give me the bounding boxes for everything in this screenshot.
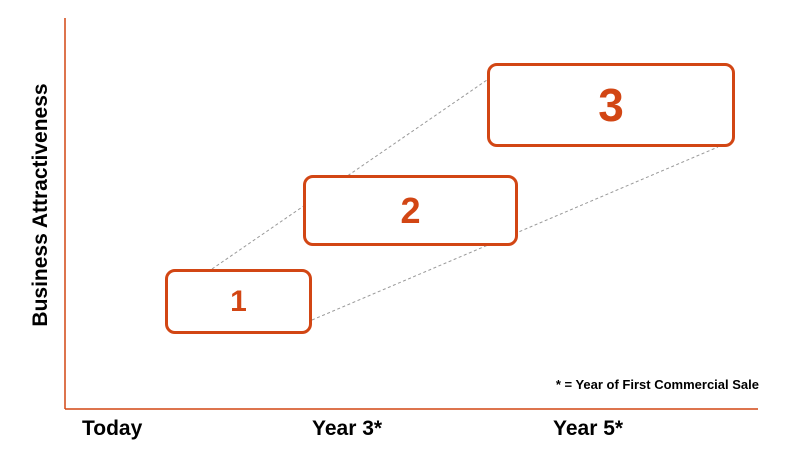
stage-label-1: 1 [230, 284, 247, 318]
y-axis-title: Business Attractiveness [29, 83, 52, 327]
x-label-year-3: Year 3* [312, 417, 383, 440]
footnote: * = Year of First Commercial Sale [555, 377, 759, 392]
stage-box-1: 1 [165, 269, 312, 334]
stage-box-2: 2 [303, 175, 518, 246]
x-label-year-5: Year 5* [553, 417, 624, 440]
x-label-today: Today [82, 417, 143, 440]
connector-upper [211, 79, 488, 270]
stage-label-2: 2 [400, 189, 421, 231]
stage-box-3: 3 [487, 63, 735, 147]
stage-label-3: 3 [598, 79, 624, 131]
